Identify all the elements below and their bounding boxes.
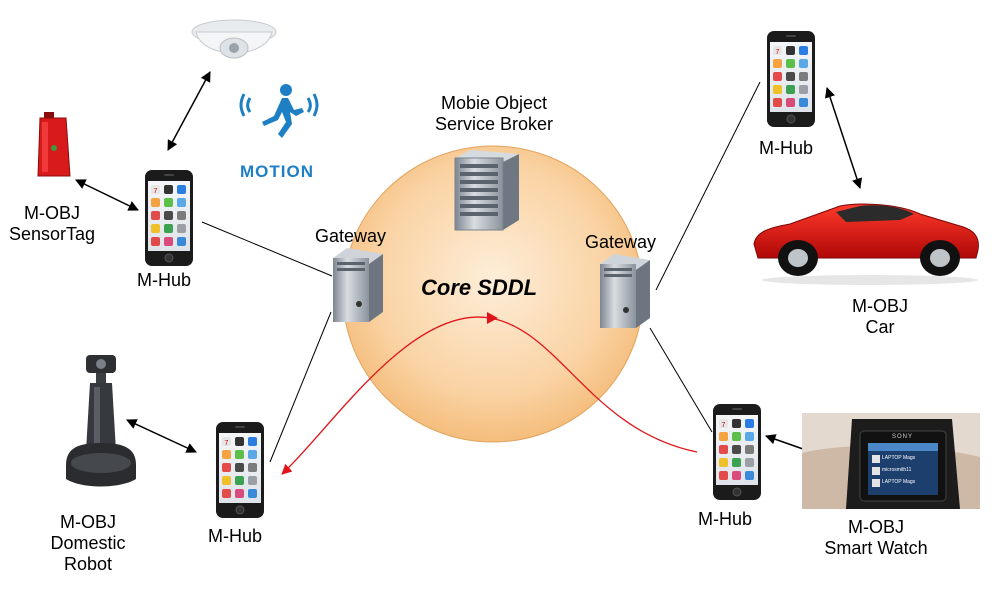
robot-label-line2: Domestic xyxy=(50,533,126,553)
watch-label-line1: M-OBJ xyxy=(848,517,904,537)
right-gateway-label: Gateway xyxy=(585,232,657,252)
hub-bottomleft-label: M-Hub xyxy=(208,526,263,546)
broker-label: Mobie Object Service Broker xyxy=(428,93,560,135)
motion-label: MOTION xyxy=(240,162,314,181)
right-gateway-server-icon xyxy=(600,254,650,328)
hub-topleft-phone-icon xyxy=(144,169,194,267)
robot-label-line1: M-OBJ xyxy=(60,512,116,532)
broker-server-icon xyxy=(454,150,519,231)
hub-topright-phone-icon xyxy=(766,30,816,128)
watch-label-line2: Smart Watch xyxy=(824,538,928,558)
link-hub-topleft-gateway xyxy=(201,221,333,277)
sensortag-device-icon xyxy=(37,112,71,177)
arrow-robot-hub xyxy=(126,419,197,453)
hub-topleft-label: M-Hub xyxy=(137,270,192,290)
sensortag-label-line1: M-OBJ xyxy=(24,203,80,223)
car-label: M-OBJ Car xyxy=(830,296,930,338)
domestic-robot-icon xyxy=(66,355,136,487)
watch-label: M-OBJ Smart Watch xyxy=(806,517,946,559)
link-gateway-hub-topright xyxy=(655,81,761,291)
motion-sensor-icon xyxy=(191,19,277,59)
hub-bottomright-label: M-Hub xyxy=(698,509,753,529)
watch-brand-text: SONY xyxy=(892,434,914,440)
watch-item-2: microsmith11 xyxy=(882,467,912,473)
link-gateway-hub-bottomleft xyxy=(269,311,332,463)
robot-label: M-OBJ Domestic Robot xyxy=(38,512,138,575)
car-label-line2: Car xyxy=(865,317,895,337)
arrow-hub-car xyxy=(824,87,863,189)
hub-bottomright-phone-icon xyxy=(712,403,762,501)
broker-label-line2: Service Broker xyxy=(434,114,554,134)
left-gateway-label: Gateway xyxy=(315,226,387,246)
hub-bottomleft-phone-icon xyxy=(215,421,265,519)
sensortag-label: M-OBJ SensorTag xyxy=(2,203,102,245)
sensortag-label-line2: SensorTag xyxy=(8,224,96,244)
arrow-hub-motion xyxy=(167,71,211,151)
arrow-sensortag-hub xyxy=(75,179,139,211)
robot-label-line3: Robot xyxy=(63,554,113,574)
broker-label-line1: Mobie Object xyxy=(440,93,548,113)
car-label-line1: M-OBJ xyxy=(852,296,908,316)
smart-watch-photo xyxy=(802,413,980,509)
link-gateway-hub-bottomright xyxy=(649,327,713,433)
core-sddl-title: Core SDDL xyxy=(421,275,538,300)
message-flow-arrowhead-top xyxy=(487,312,498,324)
sports-car-icon xyxy=(753,203,979,285)
left-gateway-server-icon xyxy=(333,248,383,322)
watch-item-1: LAPTOP Mags xyxy=(882,455,916,461)
hub-topright-label: M-Hub xyxy=(759,138,814,158)
watch-item-3: LAPTOP Mags xyxy=(882,479,916,485)
running-person-icon xyxy=(239,84,319,138)
